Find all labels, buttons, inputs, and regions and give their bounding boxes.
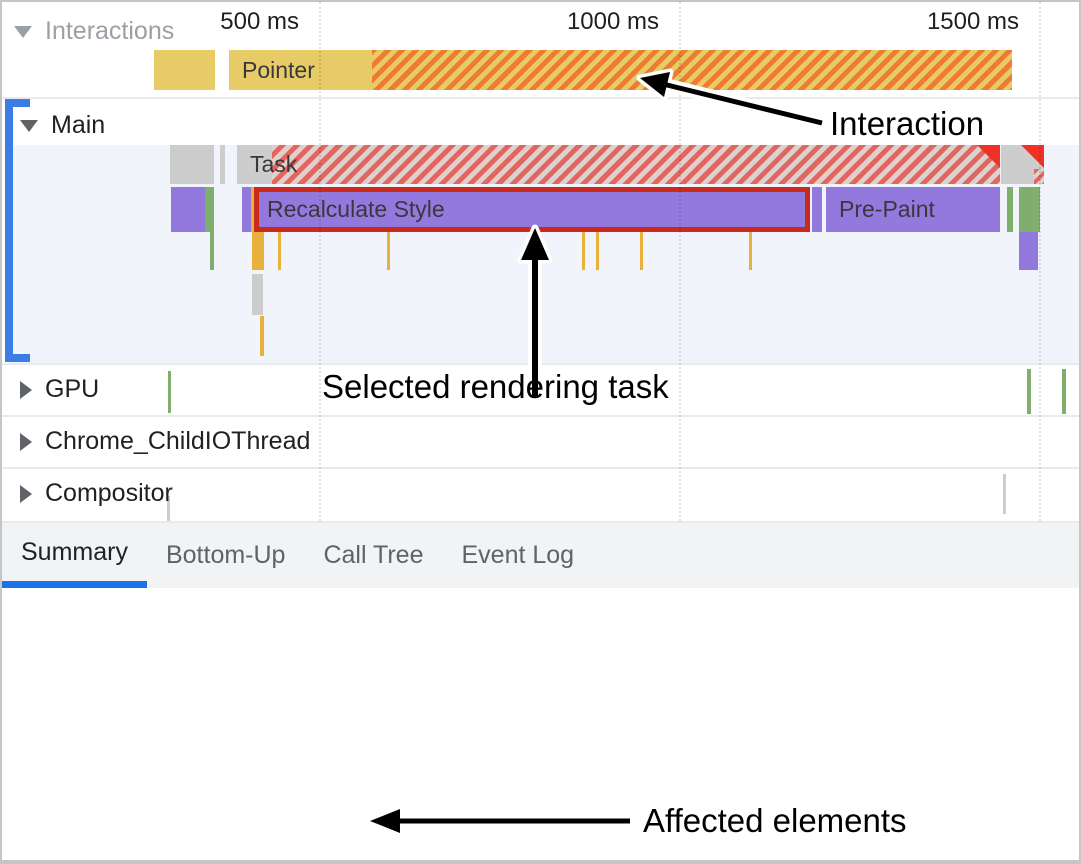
separator	[2, 415, 1079, 417]
tab-summary[interactable]: Summary	[2, 523, 147, 588]
flame-bar[interactable]	[640, 232, 643, 270]
flame-bar-label: Recalculate Style	[267, 196, 445, 222]
summary-pane: Recalculate Style Total Time 752.09 ms S…	[2, 588, 1079, 860]
flame-bar[interactable]	[582, 232, 585, 270]
separator	[2, 467, 1079, 469]
flame-bar[interactable]	[596, 232, 599, 270]
tab-event-log[interactable]: Event Log	[443, 523, 594, 588]
main-track-selection-bracket	[5, 99, 13, 362]
track-header-gpu[interactable]: GPU	[20, 375, 99, 404]
flame-bar[interactable]	[1062, 369, 1066, 414]
flame-bar[interactable]	[167, 496, 170, 521]
expand-triangle-icon[interactable]	[20, 432, 32, 451]
flame-bar-label: Task	[250, 151, 298, 177]
flame-bar[interactable]	[1027, 369, 1031, 414]
expand-triangle-icon[interactable]	[20, 484, 32, 503]
track-header-chrome-childiothread[interactable]: Chrome_ChildIOThread	[20, 427, 310, 456]
flame-bar[interactable]	[171, 187, 205, 232]
track-header-interactions[interactable]: Interactions	[14, 17, 174, 46]
track-label: Chrome_ChildIOThread	[45, 427, 311, 455]
ruler-tick-label: 1500 ms	[926, 8, 1019, 35]
tab-call-tree[interactable]: Call Tree	[304, 523, 442, 588]
flame-bar[interactable]	[220, 145, 225, 184]
flame-bar[interactable]	[210, 232, 214, 270]
ruler-tick-label: 500 ms	[220, 8, 299, 35]
ruler-gridline	[679, 2, 681, 521]
track-label: Interactions	[45, 17, 175, 45]
collapse-triangle-icon[interactable]	[20, 119, 38, 132]
flame-bar[interactable]	[278, 232, 281, 270]
flame-bar[interactable]	[205, 187, 214, 232]
track-label: Main	[51, 111, 106, 139]
long-task-warning-icon	[1021, 145, 1044, 168]
ruler-gridline	[1039, 2, 1041, 521]
tab-label: Call Tree	[323, 541, 424, 569]
flame-bar[interactable]	[749, 232, 752, 270]
annotation-selected-task: Selected rendering task	[322, 368, 669, 405]
bar-solid-segment	[229, 50, 372, 90]
flame-bar[interactable]	[252, 232, 264, 270]
flame-bar[interactable]	[260, 316, 264, 356]
flame-bar[interactable]	[154, 50, 215, 90]
flame-bar[interactable]	[170, 145, 214, 184]
separator	[2, 521, 1079, 523]
flame-bar[interactable]	[1007, 187, 1013, 232]
flame-bar-task[interactable]: Task	[237, 145, 1000, 184]
tab-label: Bottom-Up	[165, 541, 286, 569]
flame-bar-pre-paint[interactable]: Pre-Paint	[826, 187, 1000, 232]
flame-bar[interactable]	[1001, 145, 1044, 184]
flame-bar[interactable]	[168, 371, 171, 413]
main-track-selection-bracket	[5, 354, 30, 362]
flame-bar[interactable]	[1003, 474, 1006, 514]
track-header-main[interactable]: Main	[20, 111, 105, 140]
ruler-gridline	[319, 2, 321, 521]
annotation-affected-elements: Affected elements	[643, 802, 907, 839]
flame-bar[interactable]	[252, 274, 263, 315]
flame-bar[interactable]	[1019, 187, 1040, 232]
tab-label: Event Log	[461, 541, 575, 569]
flame-bar[interactable]	[812, 187, 822, 232]
bottom-pane-tabbar: Summary Bottom-Up Call Tree Event Log	[2, 523, 1079, 588]
bar-solid-segment	[237, 145, 272, 184]
tab-label: Summary	[21, 537, 128, 566]
flame-bar-pointer[interactable]: Pointer	[229, 50, 1012, 90]
track-label: GPU	[45, 375, 100, 403]
tab-bottom-up[interactable]: Bottom-Up	[147, 523, 304, 588]
flame-bar-label: Pointer	[242, 56, 315, 83]
separator	[2, 97, 1079, 99]
flame-bar-label: Pre-Paint	[839, 196, 935, 222]
annotation-interaction: Interaction	[830, 105, 985, 142]
track-label: Compositor	[45, 479, 173, 507]
long-task-warning-icon	[977, 145, 1000, 168]
expand-triangle-icon[interactable]	[20, 380, 32, 399]
separator	[2, 363, 1079, 365]
flame-bar[interactable]	[242, 187, 251, 232]
collapse-triangle-icon[interactable]	[14, 25, 32, 38]
ruler-tick-label: 1000 ms	[566, 8, 659, 35]
hatch-notch	[1034, 169, 1044, 184]
flame-bar[interactable]	[1019, 232, 1038, 270]
main-track-selection-bracket	[5, 99, 30, 107]
flame-bar-recalculate-style[interactable]: Recalculate Style	[254, 187, 810, 232]
track-header-compositor[interactable]: Compositor	[20, 479, 173, 508]
flame-bar[interactable]	[387, 232, 390, 270]
